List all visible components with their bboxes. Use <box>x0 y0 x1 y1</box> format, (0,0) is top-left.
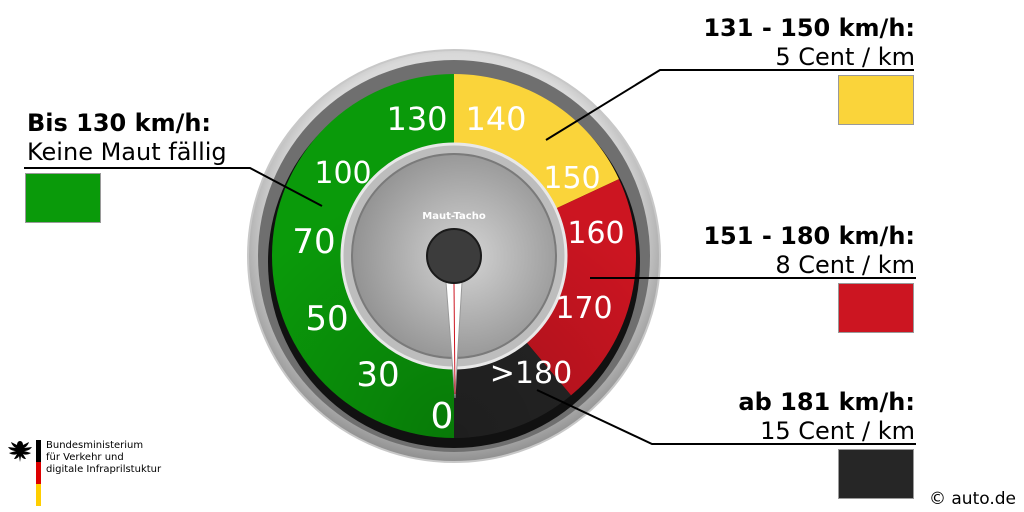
gauge-speed-label: 150 <box>543 161 600 196</box>
federal-eagle-icon <box>8 441 32 462</box>
ministry-line: für Verkehr und <box>46 452 124 463</box>
ministry-line: digitale Infraprilstuktur <box>46 464 162 475</box>
ministry-line: Bundesministerium <box>46 440 144 451</box>
gauge-speed-label: >180 <box>490 356 572 391</box>
tier-range: Bis 130 km/h: <box>27 109 212 137</box>
gauge-needle-hub <box>426 228 482 284</box>
tier-price: 5 Cent / km <box>775 43 915 71</box>
flag-stripe <box>36 462 41 484</box>
tier-price: 8 Cent / km <box>775 251 915 279</box>
tier-yellow-label: 131 - 150 km/h: 5 Cent / km <box>703 14 915 72</box>
leader-line-green <box>24 167 323 207</box>
tier-green-swatch <box>25 173 101 223</box>
flag-stripe <box>36 484 41 506</box>
gauge-needle-center-line <box>453 283 456 395</box>
tier-red-label: 151 - 180 km/h: 8 Cent / km <box>703 222 915 280</box>
tier-red-swatch <box>838 283 914 333</box>
tier-green-label: Bis 130 km/h: Keine Maut fällig <box>27 109 227 167</box>
leader-line-yellow <box>545 69 914 141</box>
tier-range: ab 181 km/h: <box>738 388 915 416</box>
gauge-speed-label: 100 <box>314 156 371 191</box>
tier-price: 15 Cent / km <box>760 417 915 445</box>
gauge-speed-label: 170 <box>555 291 612 326</box>
gauge-speed-label: 70 <box>292 222 335 262</box>
gauge-speed-label: 30 <box>356 355 399 395</box>
ministry-name: Bundesministerium für Verkehr und digita… <box>46 440 161 476</box>
tier-yellow-swatch <box>838 75 914 125</box>
tier-price: Keine Maut fällig <box>27 138 227 166</box>
copyright-notice: © auto.de <box>928 489 1016 509</box>
tier-range: 131 - 150 km/h: <box>703 14 915 42</box>
tier-black-label: ab 181 km/h: 15 Cent / km <box>738 388 915 446</box>
gauge-speed-label: 160 <box>567 216 624 251</box>
gauge-title: Maut-Tacho <box>422 211 486 222</box>
gauge-speed-label: 130 <box>386 100 447 138</box>
gauge-speed-label: 140 <box>465 100 526 138</box>
gauge-speed-label: 0 <box>431 396 454 437</box>
tier-range: 151 - 180 km/h: <box>703 222 915 250</box>
flag-stripe <box>36 440 41 462</box>
gauge-speed-label: 50 <box>305 299 348 339</box>
german-flag-bar <box>36 440 41 506</box>
leader-line-black <box>536 389 916 445</box>
tier-black-swatch <box>838 449 914 499</box>
